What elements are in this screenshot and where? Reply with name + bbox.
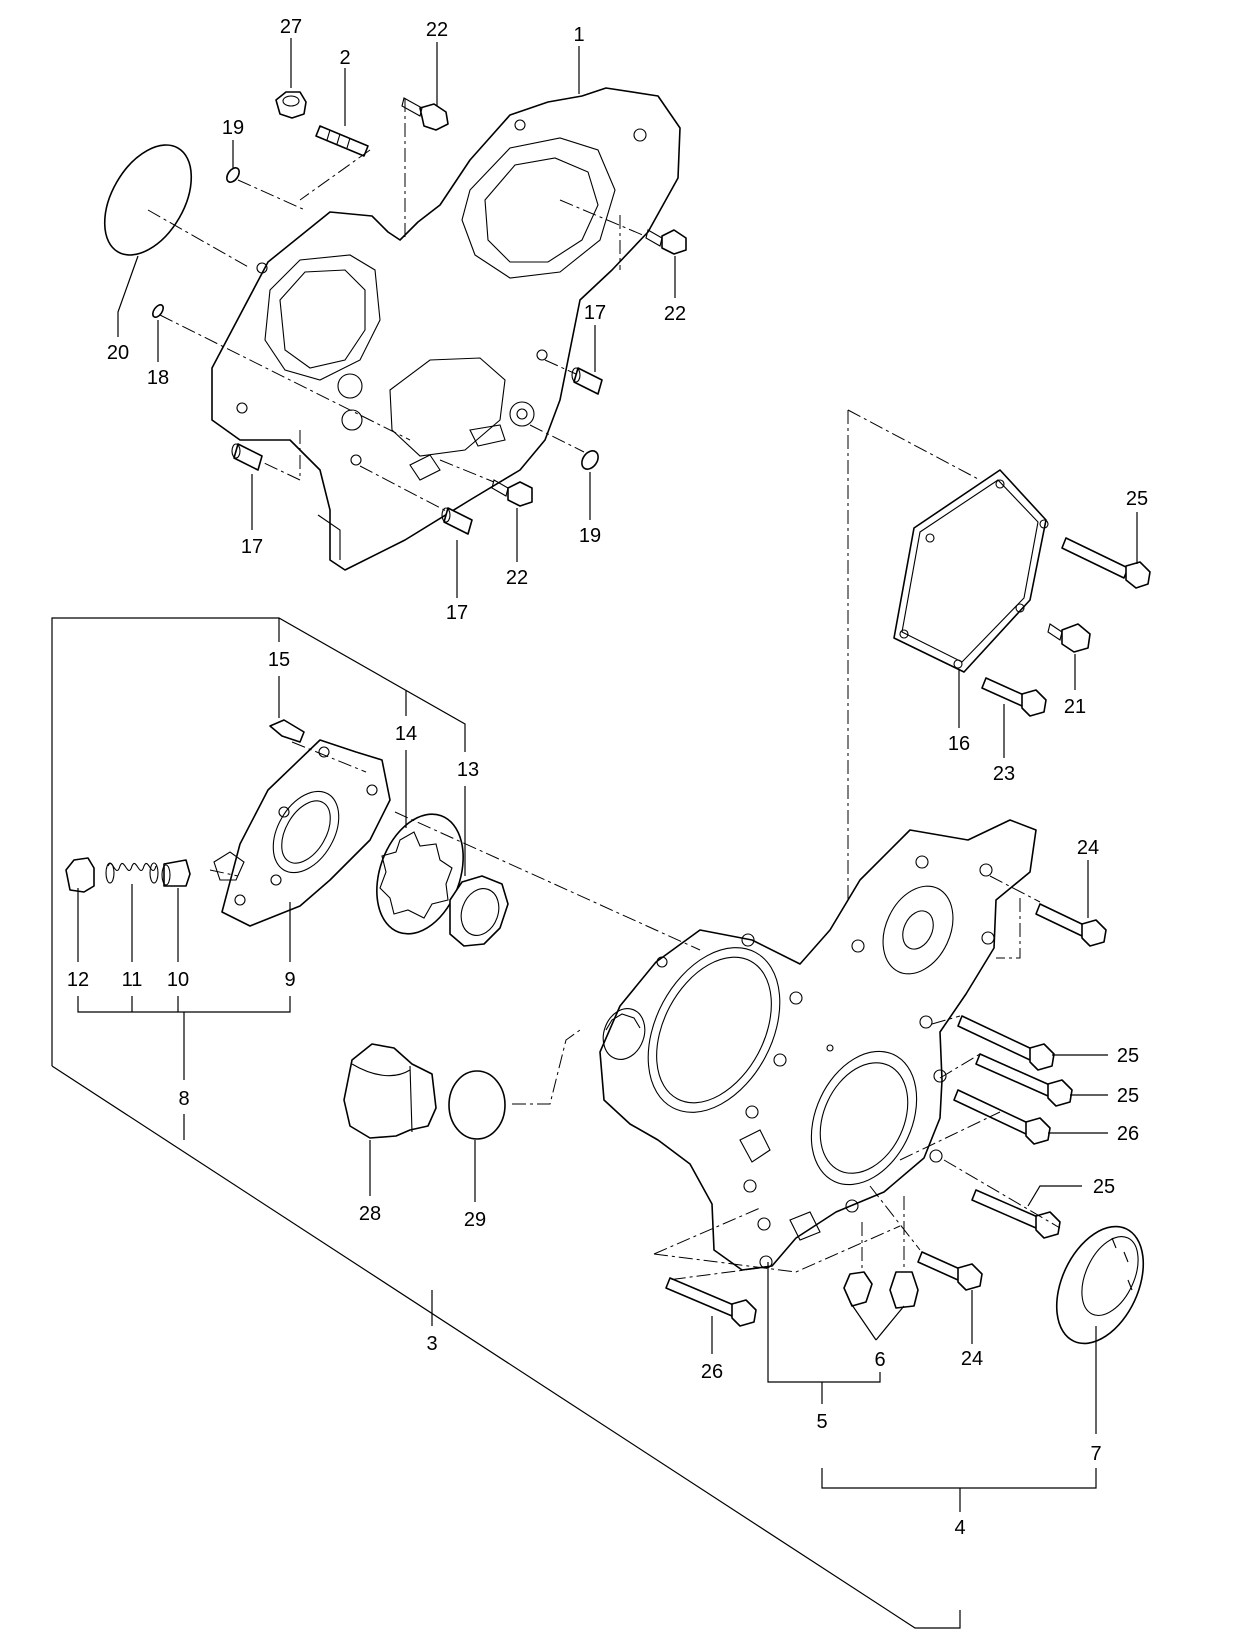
oil-seal-part-7 xyxy=(1055,1225,1145,1345)
plug-part-6-a xyxy=(843,1271,873,1307)
callout-17-right: 17 xyxy=(584,302,606,324)
bolt-part-24-upper xyxy=(1035,903,1107,947)
alignment-lines-upper xyxy=(147,98,646,513)
callout-15: 15 xyxy=(268,649,290,671)
stud-part-2 xyxy=(315,125,369,157)
callout-20: 20 xyxy=(107,342,129,364)
dowel-pin-part-17-b xyxy=(231,443,263,471)
callout-22-top: 22 xyxy=(426,19,448,41)
timing-cover-part-1 xyxy=(211,87,681,571)
bolt-part-25-lower xyxy=(971,1189,1061,1239)
callout-2: 2 xyxy=(339,47,350,69)
bolt-part-22-top xyxy=(401,97,449,131)
seal-ring-part-29 xyxy=(448,1070,506,1140)
callout-25-middle: 25 xyxy=(1117,1085,1139,1107)
oil-pump-cover-part-9 xyxy=(213,739,391,927)
cover-plate-part-16 xyxy=(893,469,1049,673)
bolt-part-26-right xyxy=(953,1089,1051,1145)
front-cover-assembly-part-5 xyxy=(599,819,1037,1271)
bolt-part-26-lower xyxy=(665,1277,757,1327)
callout-labels: 27 2 22 1 19 20 18 22 17 19 22 17 17 25 … xyxy=(67,16,1148,1539)
callout-3: 3 xyxy=(426,1333,437,1355)
callout-26-lower: 26 xyxy=(701,1361,723,1383)
callout-27: 27 xyxy=(280,16,302,38)
dowel-pin-part-17-a xyxy=(571,367,603,395)
bolt-part-25-middle xyxy=(975,1053,1073,1107)
dowel-pin-part-17-c xyxy=(441,507,473,535)
o-ring-part-19-upper xyxy=(226,167,240,183)
o-ring-part-20 xyxy=(103,144,193,256)
spring-part-11 xyxy=(105,862,159,884)
o-ring-part-18 xyxy=(152,304,164,318)
inner-rotor-part-13 xyxy=(449,875,509,947)
callout-24-upper: 24 xyxy=(1077,837,1099,859)
callout-10: 10 xyxy=(167,969,189,991)
bolt-part-22-lower xyxy=(491,479,533,507)
callout-16: 16 xyxy=(948,733,970,755)
callout-25-lower: 25 xyxy=(1093,1176,1115,1198)
callout-17-bottom: 17 xyxy=(446,602,468,624)
callout-13: 13 xyxy=(457,759,479,781)
callout-25-upper: 25 xyxy=(1117,1045,1139,1067)
oil-filler-cap-part-28 xyxy=(343,1043,437,1139)
callout-29: 29 xyxy=(464,1209,486,1231)
bolt-part-23 xyxy=(981,677,1047,717)
leader-lines xyxy=(51,38,1138,1629)
bolt-part-25-upper xyxy=(957,1015,1055,1071)
callout-25-plate: 25 xyxy=(1126,488,1148,510)
callout-14: 14 xyxy=(395,723,417,745)
callout-11: 11 xyxy=(122,969,143,991)
plunger-part-10 xyxy=(161,859,191,887)
callout-6: 6 xyxy=(874,1349,885,1371)
callout-21: 21 xyxy=(1064,696,1086,718)
callout-22-lower: 22 xyxy=(506,567,528,589)
plug-part-12 xyxy=(65,857,95,893)
callout-17-left: 17 xyxy=(241,536,263,558)
callout-24-lower: 24 xyxy=(961,1348,983,1370)
callout-26-right: 26 xyxy=(1117,1123,1139,1145)
bolt-part-25-plate xyxy=(1061,537,1151,589)
callout-8: 8 xyxy=(178,1088,189,1110)
nut-part-27 xyxy=(275,91,307,119)
callout-5: 5 xyxy=(816,1411,827,1433)
o-ring-part-19-lower xyxy=(581,450,599,470)
callout-28: 28 xyxy=(359,1203,381,1225)
callout-1: 1 xyxy=(573,24,584,46)
screw-part-15 xyxy=(269,719,305,743)
callout-18: 18 xyxy=(147,367,169,389)
callout-7: 7 xyxy=(1090,1443,1101,1465)
callout-22-right: 22 xyxy=(664,303,686,325)
callout-4: 4 xyxy=(954,1517,965,1539)
bolt-part-21 xyxy=(1047,623,1091,653)
bolt-part-24-lower xyxy=(917,1251,983,1291)
callout-23: 23 xyxy=(993,763,1015,785)
bolt-part-22-right xyxy=(645,229,687,255)
callout-19-upper: 19 xyxy=(222,117,244,139)
callout-12: 12 xyxy=(67,969,89,991)
callout-9: 9 xyxy=(284,969,295,991)
plug-part-6-b xyxy=(889,1271,919,1309)
alignment-lines-lower xyxy=(209,741,1061,1281)
callout-19-lower: 19 xyxy=(579,525,601,547)
